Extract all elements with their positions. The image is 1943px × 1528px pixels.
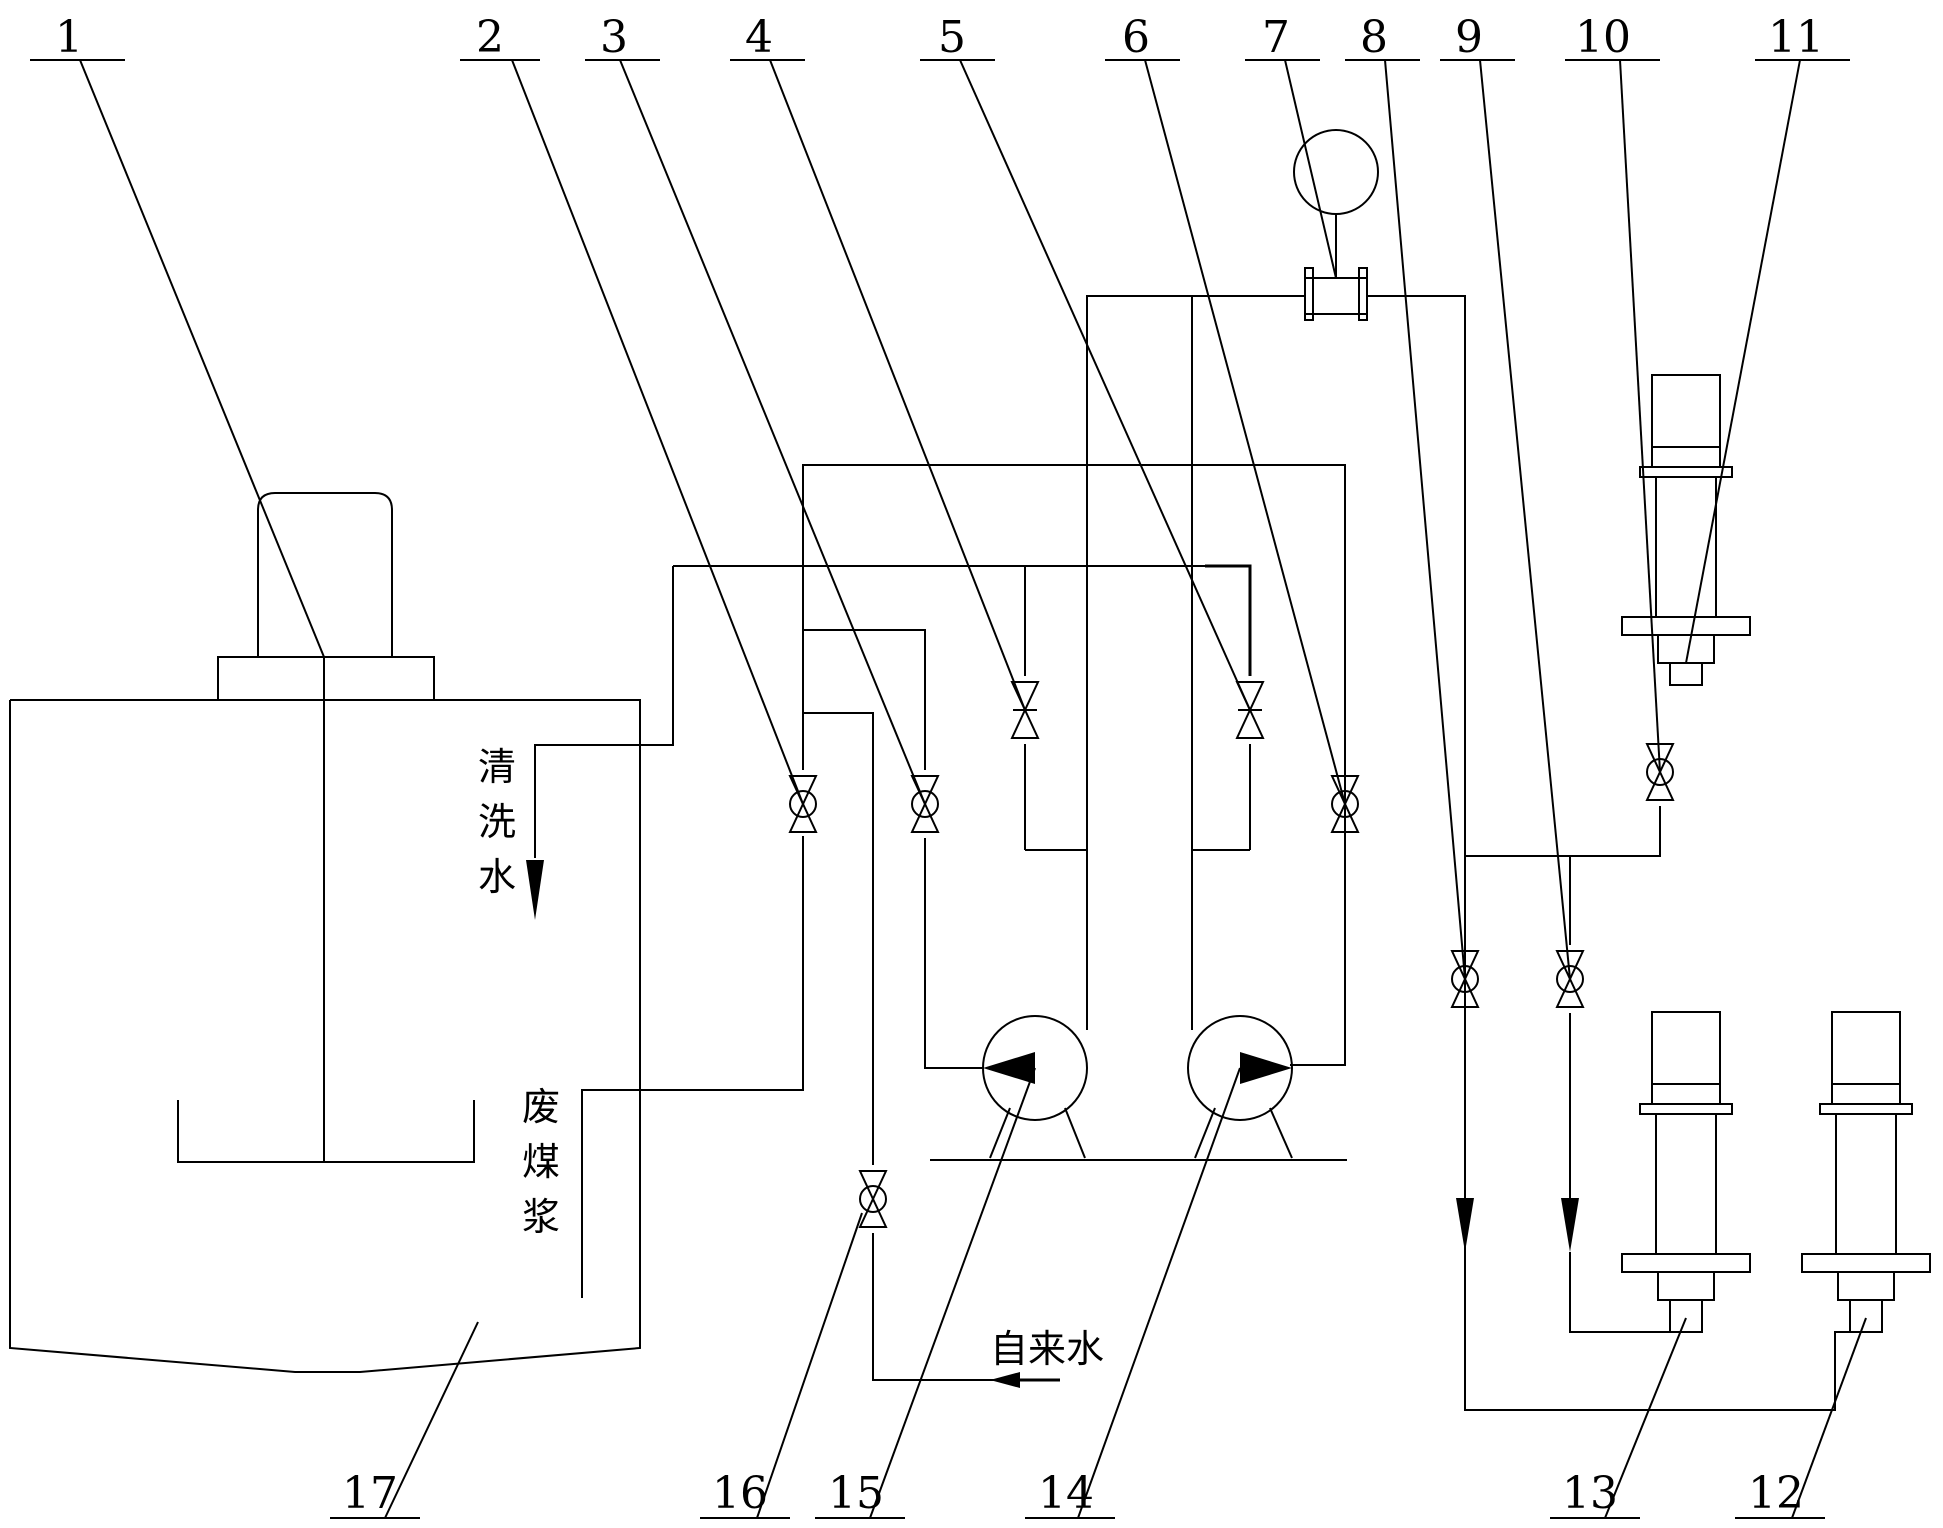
wash-water-label-2: 洗 [478, 800, 516, 844]
label-2: 2 [476, 12, 504, 63]
label-13: 13 [1562, 1468, 1618, 1519]
pump-15 [982, 1015, 1088, 1159]
valve-8 [1450, 950, 1480, 1008]
wash-water-label-3: 水 [478, 855, 516, 899]
agitator-motor [217, 492, 435, 701]
label-1: 1 [55, 12, 83, 63]
label-8: 8 [1360, 12, 1388, 63]
waste-slurry-pipe [581, 836, 804, 1298]
valve-6 [1330, 775, 1360, 833]
valve-16 [858, 1170, 888, 1228]
return-pipe-14 [802, 464, 1346, 1066]
tap-water-label: 自来水 [990, 1327, 1104, 1371]
dosing-pump-12 [1801, 1011, 1931, 1333]
flow-meter-7 [1293, 129, 1379, 321]
label-4: 4 [745, 12, 773, 63]
label-15: 15 [828, 1468, 884, 1519]
dosing-pump-13 [1621, 1011, 1751, 1333]
label-3: 3 [600, 12, 628, 63]
label-12: 12 [1748, 1468, 1804, 1519]
valve-9 [1555, 950, 1585, 1008]
waste-slurry-label-1: 废 [522, 1085, 560, 1129]
wash-water-pipe [526, 566, 674, 920]
pump-14 [1187, 1015, 1293, 1159]
label-10: 10 [1575, 12, 1631, 63]
label-16: 16 [712, 1468, 768, 1519]
label-11: 11 [1768, 12, 1824, 63]
waste-slurry-label-3: 浆 [522, 1195, 560, 1239]
waste-slurry-tank [9, 699, 641, 1373]
agitator-shaft-impeller [177, 657, 475, 1163]
label-14: 14 [1038, 1468, 1094, 1519]
label-9: 9 [1455, 12, 1483, 63]
label-17: 17 [342, 1468, 398, 1519]
wash-water-label-1: 清 [478, 745, 516, 789]
label-6: 6 [1122, 12, 1150, 63]
label-5: 5 [938, 12, 966, 63]
waste-slurry-label-2: 煤 [522, 1140, 560, 1184]
label-7: 7 [1262, 12, 1290, 63]
